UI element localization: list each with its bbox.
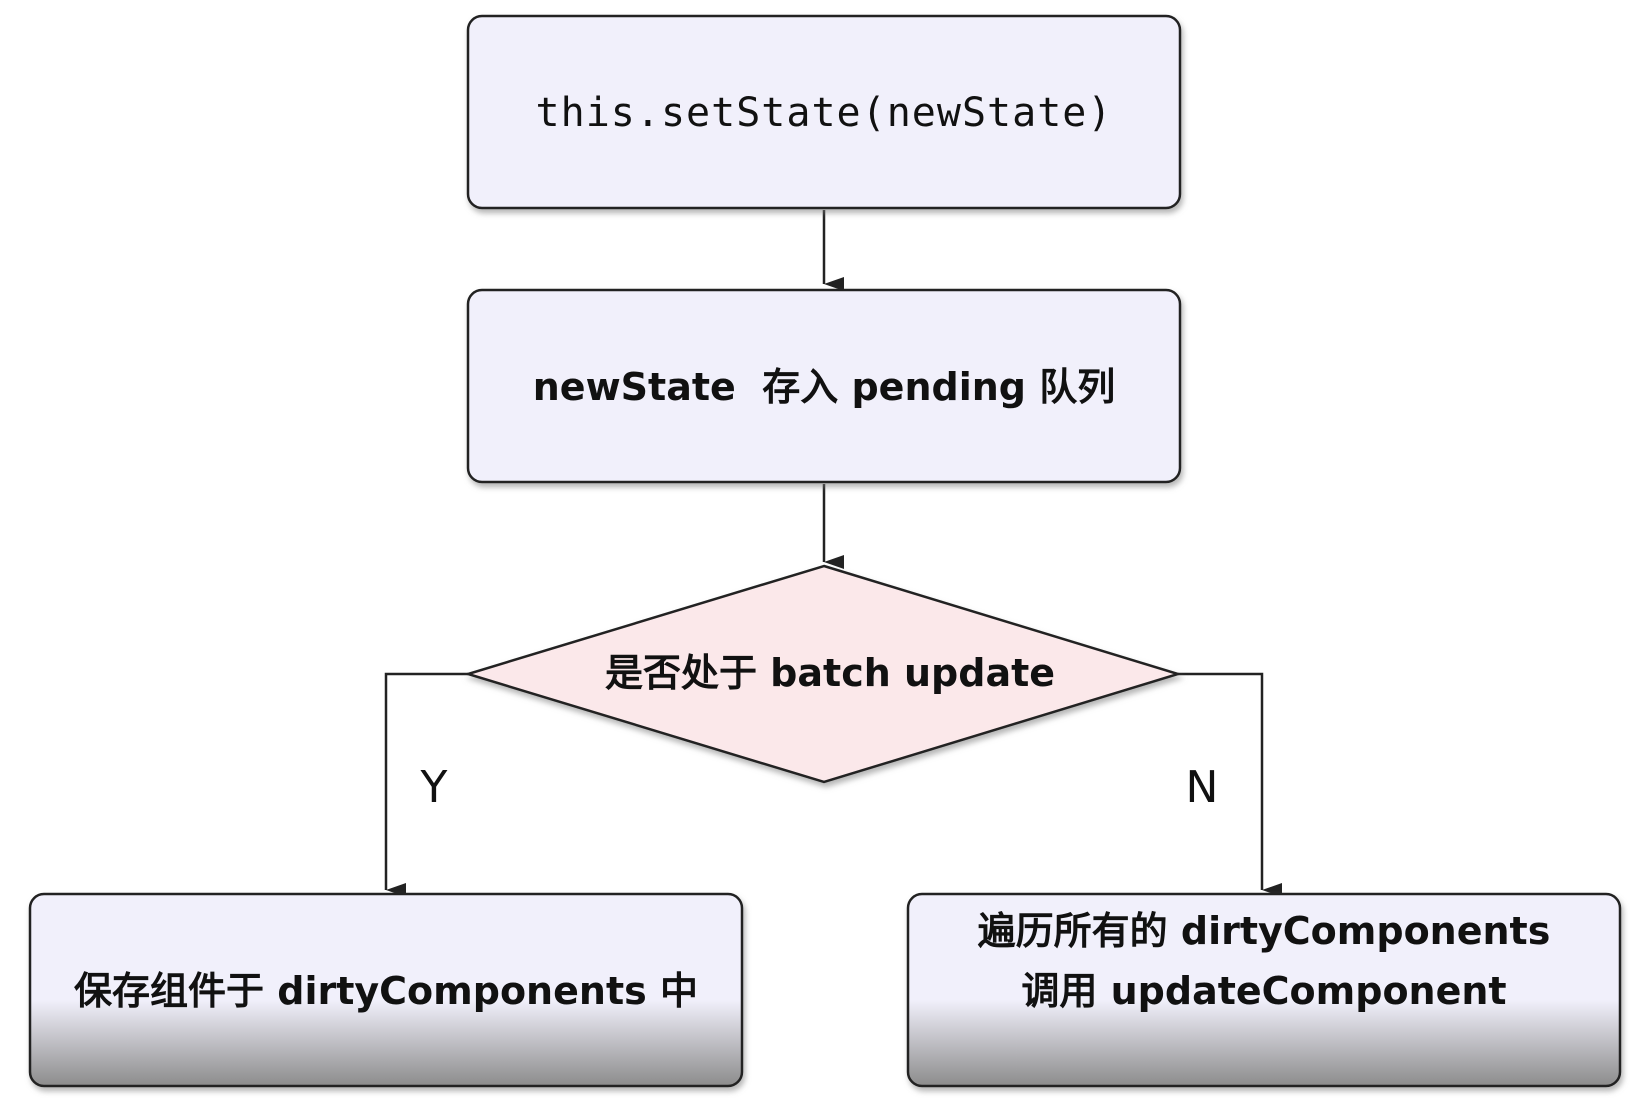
branch-label-yes: Y [420,762,448,813]
node-batch-check-diamond [463,564,1183,784]
node-pending-queue: newState 存入 pending 队列 [466,288,1182,484]
node-save-dirty: 保存组件于 dirtyComponents 中 [28,892,744,1088]
node-save-dirty-box [28,892,744,1088]
node-iterate-dirty-box [906,892,1622,1088]
node-set-state-box [466,14,1182,210]
branch-label-no: N [1186,762,1219,813]
node-set-state: this.setState(newState) [466,14,1182,210]
node-iterate-dirty-line1: 遍历所有的 dirtyComponents [978,909,1551,953]
node-iterate-dirty: 遍历所有的 dirtyComponents 调用 updateComponent [906,892,1622,1088]
node-pending-queue-label: newState 存入 pending 队列 [533,365,1115,409]
node-save-dirty-label: 保存组件于 dirtyComponents 中 [74,969,698,1013]
edge-decision-yes-branch [384,672,468,897]
node-iterate-dirty-line2: 调用 updateComponent [1021,969,1506,1013]
node-pending-queue-box [466,288,1182,484]
node-set-state-label: this.setState(newState) [536,90,1113,136]
node-batch-check: 是否处于 batch update [463,564,1183,784]
node-batch-check-label: 是否处于 batch update [605,651,1055,695]
edge-decision-no-branch [1178,672,1282,897]
connectors [384,210,1282,897]
